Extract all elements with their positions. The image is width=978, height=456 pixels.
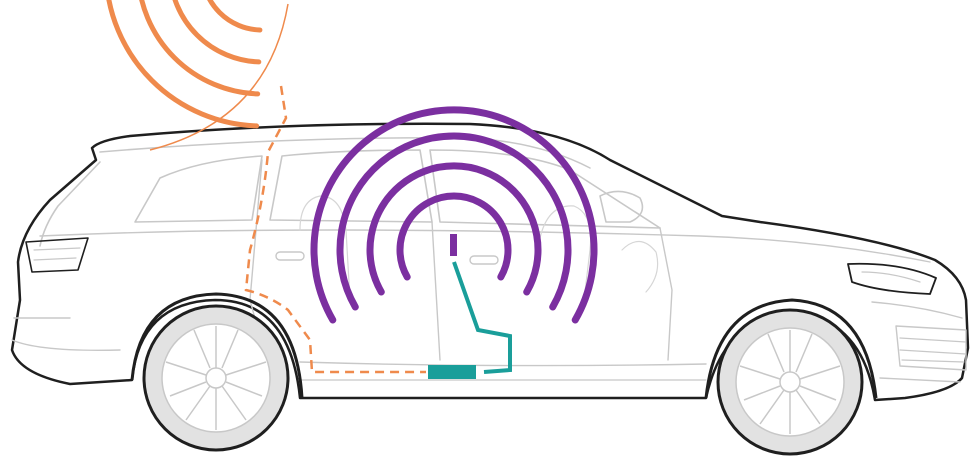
inside-wave-arc	[336, 132, 572, 311]
front-door-handle	[469, 255, 499, 265]
outside-signal-waves	[106, 0, 263, 129]
inside-wave-arc	[396, 192, 512, 281]
rocker-line	[299, 361, 707, 367]
front-wheel	[716, 308, 864, 456]
front-door-window	[429, 149, 661, 229]
tail-lamp	[25, 237, 89, 273]
booster-cable	[452, 261, 512, 374]
headlamp	[847, 262, 937, 295]
antenna-cable	[244, 85, 426, 374]
roof-rail	[99, 137, 591, 169]
outside-wave-arc	[207, 0, 263, 33]
rear-door-window	[269, 149, 433, 223]
side-mirror	[599, 190, 644, 223]
front-grille	[895, 325, 967, 371]
rear-door-handle	[275, 251, 305, 261]
headlamp-detail	[861, 271, 921, 283]
roof-antenna	[106, 0, 289, 151]
roof-antenna-mast	[149, 3, 289, 151]
door-line-2	[431, 221, 441, 361]
front-wheel-arch	[704, 298, 878, 399]
inside-coverage-waves	[310, 106, 598, 324]
inside-wave-arc	[310, 106, 598, 324]
shoulder-line	[39, 229, 931, 263]
rear-quarter-window	[134, 155, 263, 223]
outside-wave-arc	[172, 0, 262, 65]
door-line-3	[659, 227, 673, 361]
rear-wheel	[142, 304, 290, 452]
rear-wheel-arch	[130, 292, 304, 399]
outside-wave-arc	[139, 0, 261, 97]
rear-bumper	[11, 317, 121, 351]
inside-antenna	[450, 234, 457, 256]
signal-booster	[428, 365, 476, 379]
outside-wave-arc	[106, 0, 260, 129]
tail-lamp-detail	[33, 247, 81, 261]
grille-slats	[899, 337, 967, 363]
inside-wave-arc	[366, 162, 542, 296]
front-bumper	[871, 301, 963, 383]
steering-wheel	[621, 240, 659, 293]
vehicle-body	[10, 122, 970, 402]
